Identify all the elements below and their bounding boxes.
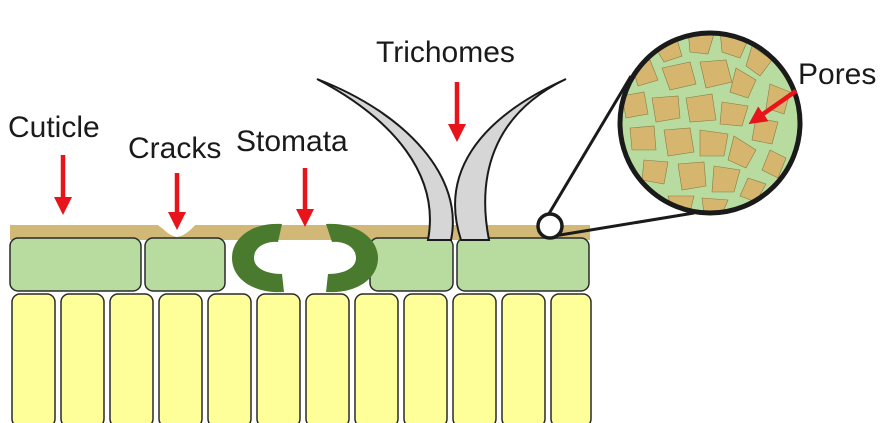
pores-label: Pores: [798, 58, 876, 91]
palisade-layer: [12, 294, 591, 423]
epidermis-cell: [145, 238, 225, 291]
palisade-cell: [12, 294, 55, 423]
palisade-cell: [110, 294, 153, 423]
epidermis-cell: [370, 238, 453, 291]
palisade-cell: [453, 294, 496, 423]
trichomes-label: Trichomes: [376, 36, 515, 69]
palisade-cell: [404, 294, 447, 423]
stomata-label: Stomata: [236, 125, 348, 158]
epidermis-cell: [10, 238, 141, 291]
palisade-cell: [355, 294, 398, 423]
cuticle-label: Cuticle: [8, 111, 100, 144]
pores-magnified-view: [620, 30, 800, 214]
zoom-line: [544, 76, 631, 222]
epidermis-layer: [10, 238, 589, 291]
palisade-cell: [159, 294, 202, 423]
trichome-left: [317, 79, 453, 240]
palisade-cell: [306, 294, 349, 423]
palisade-cell: [551, 294, 591, 423]
palisade-cell: [61, 294, 104, 423]
zoom-source-circle: [538, 214, 562, 238]
epidermis-cell: [457, 238, 589, 291]
palisade-cell: [257, 294, 300, 423]
trichomes: [317, 79, 566, 240]
zoom-line: [554, 213, 694, 236]
palisade-cell: [502, 294, 545, 423]
cracks-label: Cracks: [128, 132, 221, 165]
palisade-cell: [208, 294, 251, 423]
